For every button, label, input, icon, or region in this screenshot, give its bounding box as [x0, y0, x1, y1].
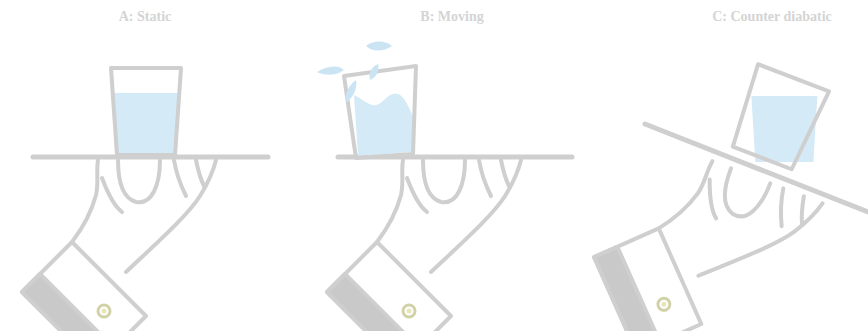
panel-label: C: Counter diabatic: [712, 9, 832, 25]
panel-static: [22, 68, 268, 331]
panel-moving: [317, 42, 572, 331]
panel-label: B: Moving: [420, 9, 483, 25]
panel-label: A: Static: [119, 9, 172, 25]
panel-counter-diabatic: [568, 64, 868, 331]
